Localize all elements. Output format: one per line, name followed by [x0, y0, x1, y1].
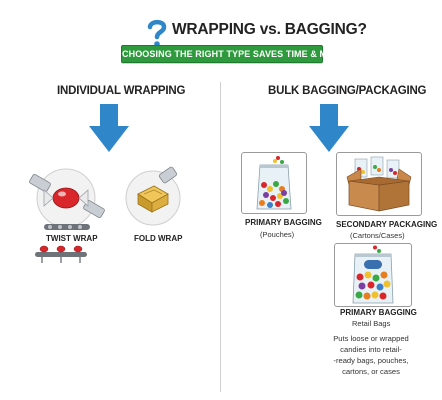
retail-bag-icon: [352, 245, 394, 304]
individual-wrapping-heading: INDIVIDUAL WRAPPING: [57, 85, 186, 97]
carton-box-icon: [346, 156, 412, 212]
tagline-banner: CHOOSING THE RIGHT TYPE SAVES TIME & MON…: [121, 45, 357, 63]
secondary-packaging-label: SECONDARY PACKAGING: [336, 220, 438, 229]
tagline-text: CHOOSING THE RIGHT TYPE SAVES TIME & MON…: [122, 49, 357, 59]
fold-wrap-machine-icon: [125, 166, 181, 226]
primary-bagging-label: PRIMARY BAGGING: [245, 218, 322, 227]
conveyor-icon: [35, 245, 87, 263]
description-line: cartons, or cases: [342, 367, 400, 376]
cartons-sublabel: (Cartons/Cases): [350, 231, 405, 240]
description-line: candies into retail-: [340, 345, 402, 354]
retail-primary-bagging-label: PRIMARY BAGGING: [340, 308, 417, 317]
description-line: Puts loose or wrapped: [333, 334, 409, 343]
candy-pouch-icon: [256, 156, 292, 210]
page-title: WRAPPING vs. BAGGING?: [172, 21, 367, 38]
down-arrow-icon: [309, 104, 349, 152]
twist-wrap-machine-icon: [29, 168, 105, 230]
bagging-description: Puts loose or wrapped candies into retai…: [326, 333, 416, 377]
pouch-card: [241, 152, 307, 214]
question-mark-icon: [147, 19, 167, 47]
retail-bag-card: [334, 243, 412, 307]
fold-wrap-label: FOLD WRAP: [134, 234, 183, 243]
twist-wrap-label: TWIST WRAP: [46, 234, 98, 243]
carton-card: [336, 152, 422, 216]
retail-bags-sublabel: Retail Bags: [352, 319, 391, 328]
bulk-bagging-heading: BULK BAGGING/PACKAGING: [268, 85, 427, 97]
header: WRAPPING vs. BAGGING?: [0, 8, 442, 47]
down-arrow-icon: [89, 104, 129, 152]
description-line: -ready bags, pouches,: [333, 356, 409, 365]
pouches-sublabel: (Pouches): [260, 230, 295, 239]
column-divider: [220, 82, 221, 392]
